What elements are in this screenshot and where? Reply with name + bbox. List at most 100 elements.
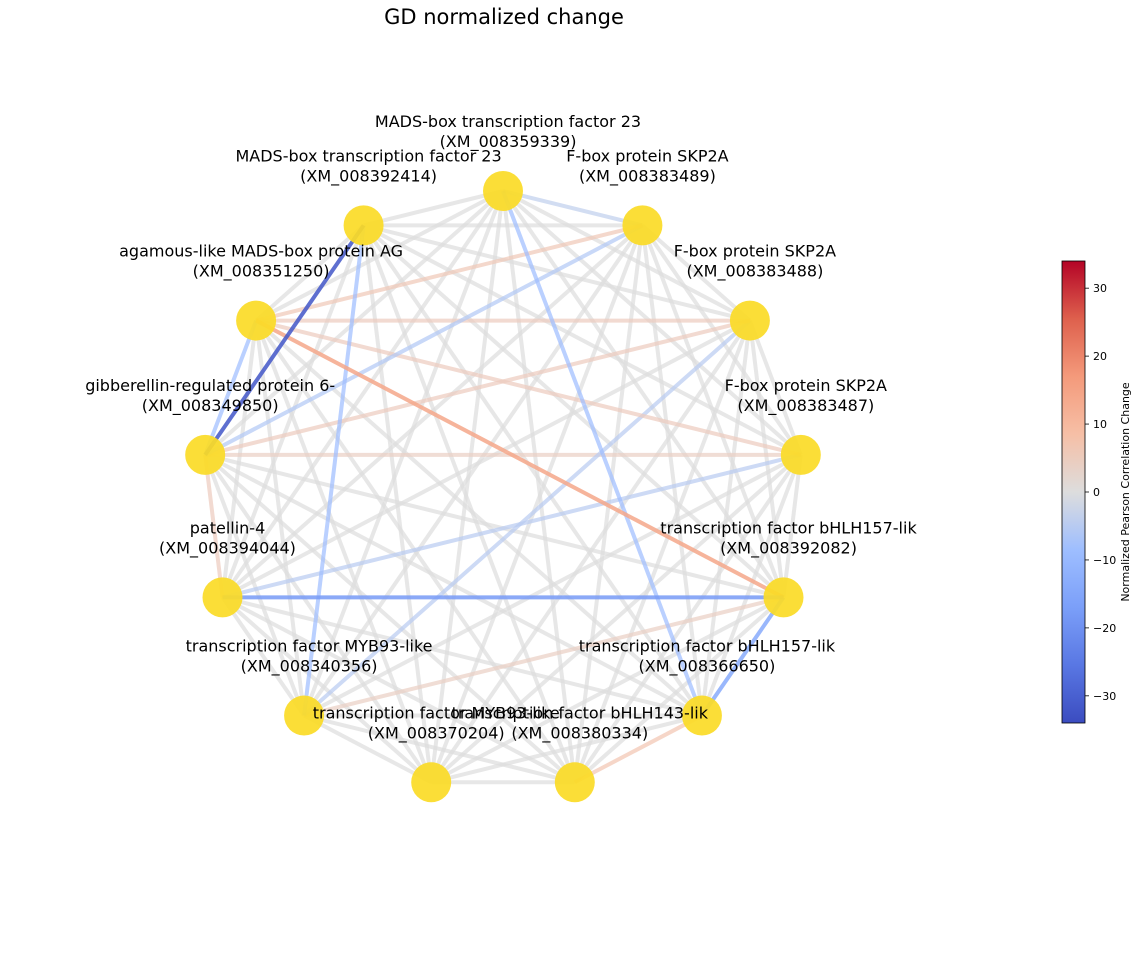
edge-2-3 [748, 319, 803, 456]
edge-1-8 [302, 224, 645, 717]
edge-2-6 [572, 319, 752, 783]
edge-0-1 [502, 189, 643, 228]
edge-2-5 [699, 320, 752, 716]
node-label-id-4: (XM_008392082) [720, 538, 857, 558]
node-label-name-0: MADS-box transcription factor 23 [375, 112, 641, 131]
edge-3-7 [429, 453, 803, 784]
edge-6-9 [221, 595, 576, 785]
edge-1-4 [640, 224, 786, 599]
edge-1-10 [204, 223, 644, 457]
node-label-id-11: (XM_008351250) [193, 262, 330, 282]
edge-6-12 [361, 224, 577, 783]
edge-0-5 [501, 190, 704, 717]
edge-9-12 [220, 224, 366, 599]
edge-5-12 [361, 224, 704, 717]
node-label-name-10: gibberellin-regulated protein 6- [85, 376, 335, 395]
edge-1-3 [640, 224, 803, 456]
edge-1-11 [255, 223, 643, 323]
node-label-id-8: (XM_008340356) [241, 657, 378, 677]
edge-9-11 [220, 320, 259, 598]
edge-2-4 [747, 320, 786, 598]
node-label-name-1: F-box protein SKP2A [566, 146, 728, 165]
edge-10-11 [203, 319, 258, 456]
node-label-name-12: MADS-box transcription factor 23 [235, 146, 501, 165]
colorbar-tick-label: 20 [1093, 350, 1107, 363]
edge-layer [203, 189, 803, 785]
edge-3-6 [573, 453, 803, 784]
edge-0-10 [203, 189, 505, 457]
colorbar-label: Normalized Pearson Correlation Change [1119, 382, 1132, 602]
edge-7-12 [361, 225, 434, 783]
edge-3-11 [255, 318, 802, 457]
gene-node-3 [780, 434, 821, 475]
edge-2-9 [221, 318, 751, 600]
edge-1-2 [641, 223, 752, 323]
edge-4-6 [573, 595, 785, 784]
colorbar-gradient [1062, 261, 1085, 723]
edge-0-9 [220, 189, 505, 599]
edge-2-8 [302, 319, 752, 718]
edge-3-12 [362, 223, 802, 457]
edge-7-11 [254, 319, 434, 783]
colorbar-tick-label: −30 [1093, 690, 1116, 703]
gene-node-6 [554, 762, 595, 803]
edge-0-12 [363, 189, 504, 228]
edge-8-12 [302, 225, 366, 716]
edge-5-6 [573, 713, 703, 785]
gene-node-2 [729, 300, 770, 341]
node-label-id-10: (XM_008349850) [142, 396, 279, 416]
edge-11-12 [254, 223, 365, 323]
edge-3-5 [700, 454, 803, 717]
gene-node-11 [236, 300, 277, 341]
colorbar-tick-label: −20 [1093, 622, 1116, 635]
colorbar-tick-label: 10 [1093, 418, 1107, 431]
edge-9-10 [203, 454, 225, 598]
edge-8-9 [220, 596, 306, 717]
edge-5-7 [430, 713, 703, 785]
node-label-name-6: transcription factor bHLH143-lik [452, 703, 709, 722]
colorbar-tick-label: 0 [1093, 486, 1100, 499]
edge-3-4 [781, 454, 803, 598]
gene-node-7 [411, 762, 452, 803]
label-layer: MADS-box transcription factor 23(XM_0083… [85, 112, 917, 743]
edge-7-8 [303, 713, 433, 785]
edge-7-10 [203, 453, 433, 784]
edge-0-7 [429, 190, 505, 783]
edge-4-10 [204, 452, 784, 600]
edge-4-11 [255, 318, 785, 600]
edge-6-8 [303, 713, 576, 785]
edge-2-12 [363, 223, 751, 323]
edge-6-10 [203, 453, 577, 784]
gene-node-10 [185, 434, 226, 475]
node-label-id-12: (XM_008392414) [300, 166, 437, 186]
node-label-name-8: transcription factor MYB93-like [186, 637, 433, 656]
node-label-name-2: F-box protein SKP2A [674, 242, 836, 261]
node-label-id-2: (XM_008383488) [686, 262, 823, 282]
edge-1-5 [640, 225, 704, 716]
node-label-id-9: (XM_008394044) [159, 538, 296, 558]
edge-4-7 [430, 595, 785, 785]
figure-title: GD normalized change [384, 5, 624, 29]
edge-5-9 [222, 595, 703, 718]
edge-8-10 [203, 454, 306, 717]
gene-node-4 [763, 577, 804, 618]
edge-5-11 [254, 319, 704, 718]
edge-4-12 [362, 223, 785, 599]
gene-node-12 [343, 205, 384, 246]
edge-4-8 [303, 595, 784, 718]
edge-3-9 [222, 452, 802, 600]
edge-0-6 [501, 190, 577, 783]
node-label-name-9: patellin-4 [190, 518, 266, 537]
node-label-id-5: (XM_008366650) [638, 657, 775, 677]
node-label-id-6: (XM_008380334) [511, 723, 648, 743]
node-label-name-7: transcription factor MYB93-like [313, 703, 560, 722]
node-label-id-7: (XM_008370204) [368, 723, 505, 743]
node-label-name-4: transcription factor bHLH157-lik [660, 518, 917, 537]
edge-4-5 [700, 596, 786, 717]
node-label-name-11: agamous-like MADS-box protein AG [119, 242, 403, 261]
edge-0-11 [255, 189, 504, 323]
edge-2-10 [204, 318, 751, 457]
edge-7-9 [221, 595, 433, 784]
